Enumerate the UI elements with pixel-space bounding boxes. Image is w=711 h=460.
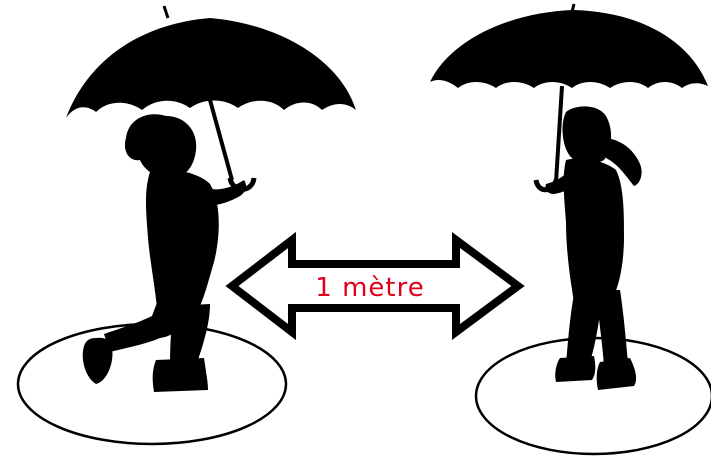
distance-arrow: 1 mètre (232, 240, 518, 332)
left-person-silhouette (83, 114, 246, 392)
right-person (430, 4, 711, 454)
left-floor-circle (18, 324, 286, 444)
right-floor-circle (476, 338, 711, 454)
left-umbrella-icon (66, 6, 356, 189)
distance-label: 1 mètre (315, 273, 424, 303)
left-person (18, 6, 356, 444)
